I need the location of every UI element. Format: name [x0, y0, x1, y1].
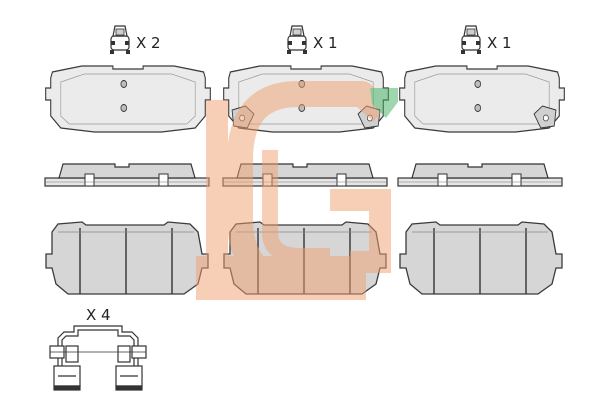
car-icon-middle	[286, 25, 308, 55]
quantity-label-clips: X 4	[86, 306, 111, 324]
friction-face-right	[399, 221, 563, 295]
car-icon-right	[460, 25, 482, 55]
abutment-clip	[49, 325, 147, 391]
quantity-label-left: X 2	[136, 34, 161, 52]
quantity-label-middle: X 1	[313, 34, 338, 52]
profile-right	[397, 163, 563, 187]
backplate-right	[399, 65, 565, 133]
backplate-left	[45, 65, 211, 133]
friction-face-left	[45, 221, 209, 295]
car-icon-left	[109, 25, 131, 55]
quantity-label-right: X 1	[487, 34, 512, 52]
brand-watermark	[196, 81, 398, 300]
profile-left	[44, 163, 210, 187]
